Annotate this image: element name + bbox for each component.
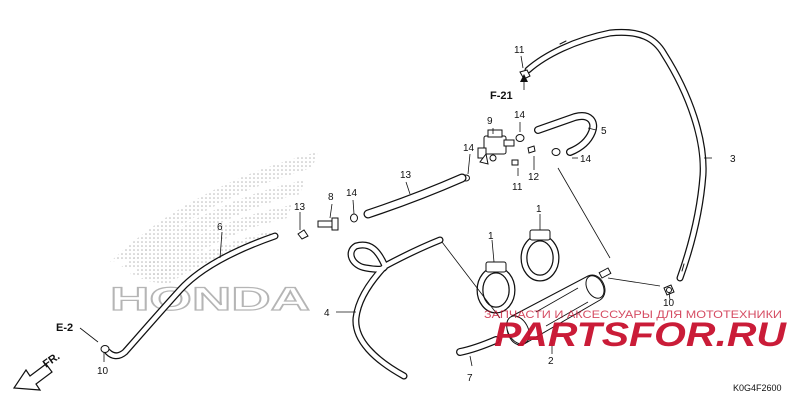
honda-wing-watermark [110,152,318,284]
callout-7: 7 [467,373,473,384]
part-13-clip-upper [297,229,309,240]
callout-10-bottom: 10 [663,298,675,309]
part-11-bolts [511,145,536,166]
part-10-clip-bottom [663,284,675,296]
callouts: 11 9 14 5 3 14 14 11 12 13 14 8 13 6 1 1… [97,45,736,384]
section-ref-f21: F-21 [490,90,513,102]
part-12-hose [363,173,467,219]
part-1-band-right [520,229,560,282]
front-direction-arrow-icon [12,363,53,391]
callout-10-top: 11 [514,45,525,56]
callout-8: 8 [328,192,334,203]
callout-14-c: 14 [463,143,475,154]
part-8-fitting [317,217,339,231]
diagram-code: K0G4F2600 [733,383,782,393]
callout-9: 9 [487,116,493,127]
part-4-hose [347,236,444,380]
callout-6: 6 [217,222,223,233]
site-watermark: PARTSFOR.RU [494,316,788,354]
callout-2: 2 [548,356,554,367]
part-3-hose [524,28,707,282]
callout-4: 4 [324,308,330,319]
callout-14-b: 14 [580,154,592,165]
leader-lines [79,55,712,367]
f21-arrow [520,74,528,90]
callout-12: 13 [400,170,412,181]
callout-11-b: 12 [528,172,540,183]
part-5-hose [534,112,598,156]
section-ref-e2: E-2 [56,322,73,334]
site-tagline-watermark: ЗАПЧАСТИ И АКСЕССУАРЫ ДЛЯ МОТОТЕХНИКИ [484,309,782,321]
callout-13-upper: 13 [294,202,306,213]
part-2-canister [506,267,612,346]
callout-1-left: 1 [488,231,494,242]
direction-label: FR. [41,350,62,370]
part-7-hose [456,336,500,356]
callout-1-right: 1 [536,204,542,215]
callout-14-a: 14 [514,110,526,121]
callout-11-a: 11 [512,182,523,193]
part-6-hose [104,232,279,360]
honda-brand-watermark: HONDA [110,281,310,317]
callout-3: 3 [730,154,736,165]
callout-5: 5 [601,126,607,137]
part-14-clip-fitting [350,213,358,223]
part-13-clip-lower [100,345,110,353]
callout-14-d: 14 [346,188,358,199]
part-1-band-left [476,261,516,314]
part-9-solenoid-valve [477,129,515,165]
callout-13-lower: 10 [97,366,109,377]
